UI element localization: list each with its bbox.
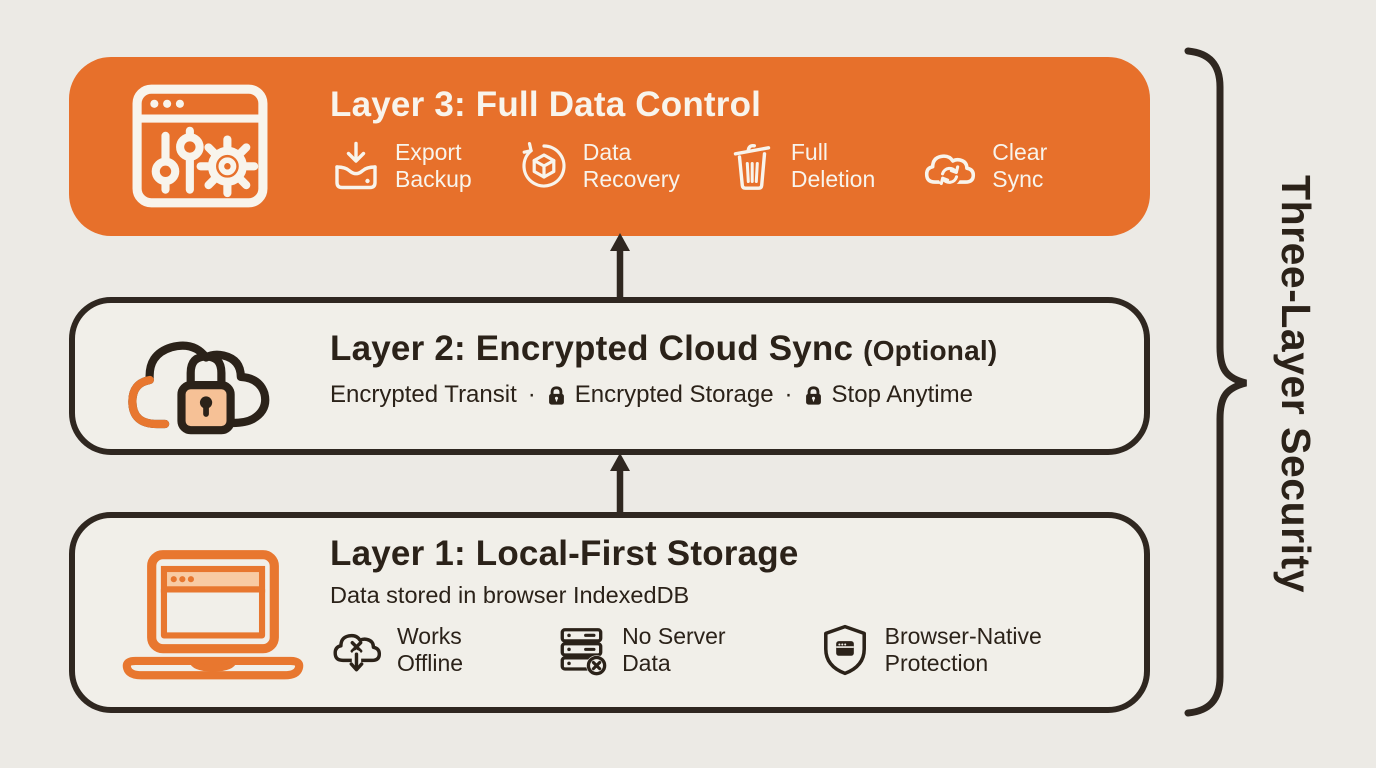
layer1-title: Layer 1: Local-First Storage	[330, 534, 799, 573]
subtitle-part: Encrypted Storage	[574, 381, 774, 408]
layer1-subtitle: Data stored in browser IndexedDB	[330, 582, 690, 608]
feature-label: Clear	[992, 139, 1048, 165]
dot-separator: ·	[784, 381, 793, 408]
feature-label: Backup	[395, 166, 472, 192]
trash-icon	[726, 140, 778, 192]
feature-browser-native-protection: Browser-Native Protection	[818, 623, 1042, 677]
lock-icon	[804, 385, 823, 406]
laptop-icon	[119, 546, 307, 686]
layer3-features: Export Backup	[330, 139, 1047, 193]
lock-icon	[547, 385, 566, 406]
layer2-title-note: (Optional)	[863, 335, 998, 366]
feature-label: No Server	[622, 623, 726, 649]
layer1-panel: Layer 1: Local-First Storage Data stored…	[69, 512, 1150, 713]
feature-label: Export	[395, 139, 462, 165]
feature-label: Protection	[884, 650, 989, 676]
feature-label: Offline	[397, 650, 464, 676]
feature-works-offline: Works Offline	[330, 623, 463, 677]
subtitle-part: Encrypted Transit	[330, 381, 517, 408]
cloud-sync-icon	[921, 142, 979, 190]
feature-label: Data	[622, 650, 671, 676]
feature-label: Works	[397, 623, 462, 649]
shield-browser-icon	[818, 623, 872, 677]
cloud-offline-icon	[330, 623, 384, 677]
feature-full-deletion: Full Deletion	[726, 139, 875, 193]
feature-label: Deletion	[790, 166, 876, 192]
feature-clear-sync: Clear Sync	[921, 139, 1047, 193]
export-backup-icon	[330, 140, 382, 192]
feature-no-server-data: No Server Data	[555, 623, 726, 677]
layer2-panel: Layer 2: Encrypted Cloud Sync(Optional) …	[69, 297, 1150, 455]
server-crossed-icon	[555, 623, 609, 677]
feature-label: Full	[790, 139, 828, 165]
arrow-up-icon	[610, 453, 630, 514]
feature-label: Browser-Native	[884, 623, 1042, 649]
layer3-panel: Layer 3: Full Data Control	[69, 57, 1150, 236]
curly-brace	[1184, 47, 1247, 717]
layer3-title: Layer 3: Full Data Control	[330, 85, 762, 124]
feature-label: Recovery	[582, 166, 680, 192]
side-label: Three-Layer Security	[1273, 175, 1320, 593]
cloud-lock-icon	[116, 309, 292, 449]
dot-separator: ·	[527, 381, 536, 408]
feature-label: Sync	[992, 166, 1044, 192]
layer2-subtitle: Encrypted Transit · Encrypted Storage ·	[330, 381, 997, 409]
layer2-title: Layer 2: Encrypted Cloud Sync	[330, 329, 854, 368]
feature-export-backup: Export Backup	[330, 139, 472, 193]
browser-settings-icon	[131, 83, 269, 209]
feature-label: Data	[582, 139, 632, 165]
layer2-title-row: Layer 2: Encrypted Cloud Sync (Optional)	[330, 329, 997, 369]
data-recovery-icon	[518, 140, 570, 192]
feature-data-recovery: Data Recovery	[518, 139, 680, 193]
layer1-features: Works Offline	[330, 623, 1042, 677]
subtitle-part: Stop Anytime	[831, 381, 973, 408]
arrow-up-icon	[610, 233, 630, 299]
